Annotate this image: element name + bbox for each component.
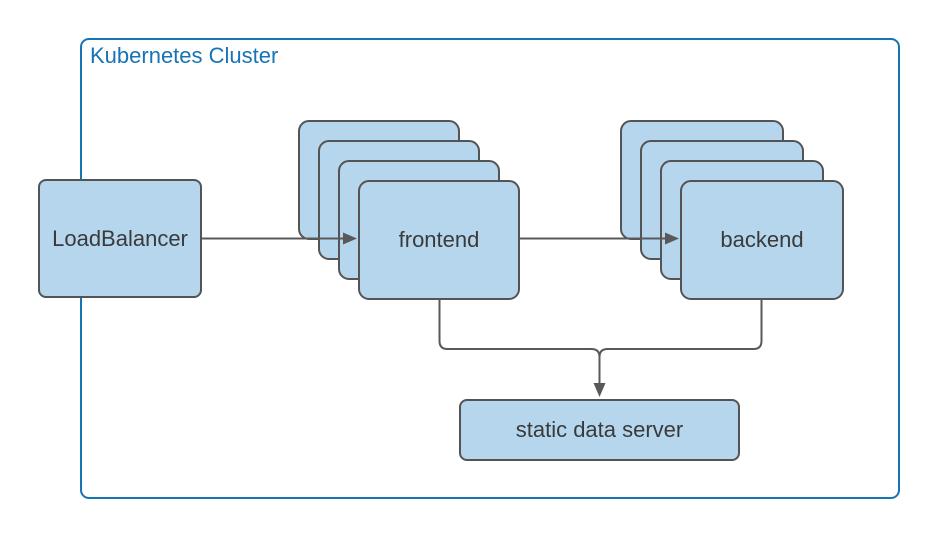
cluster-label: Kubernetes Cluster — [90, 43, 279, 68]
frontend-label: frontend — [398, 227, 480, 252]
node-static-data-server: static data server — [459, 399, 740, 461]
static-data-server-label: static data server — [515, 417, 684, 442]
node-frontend: frontend — [358, 180, 520, 300]
node-loadbalancer: LoadBalancer — [38, 179, 202, 298]
node-backend: backend — [680, 180, 844, 300]
loadbalancer-label: LoadBalancer — [52, 225, 188, 251]
backend-label: backend — [720, 227, 804, 252]
